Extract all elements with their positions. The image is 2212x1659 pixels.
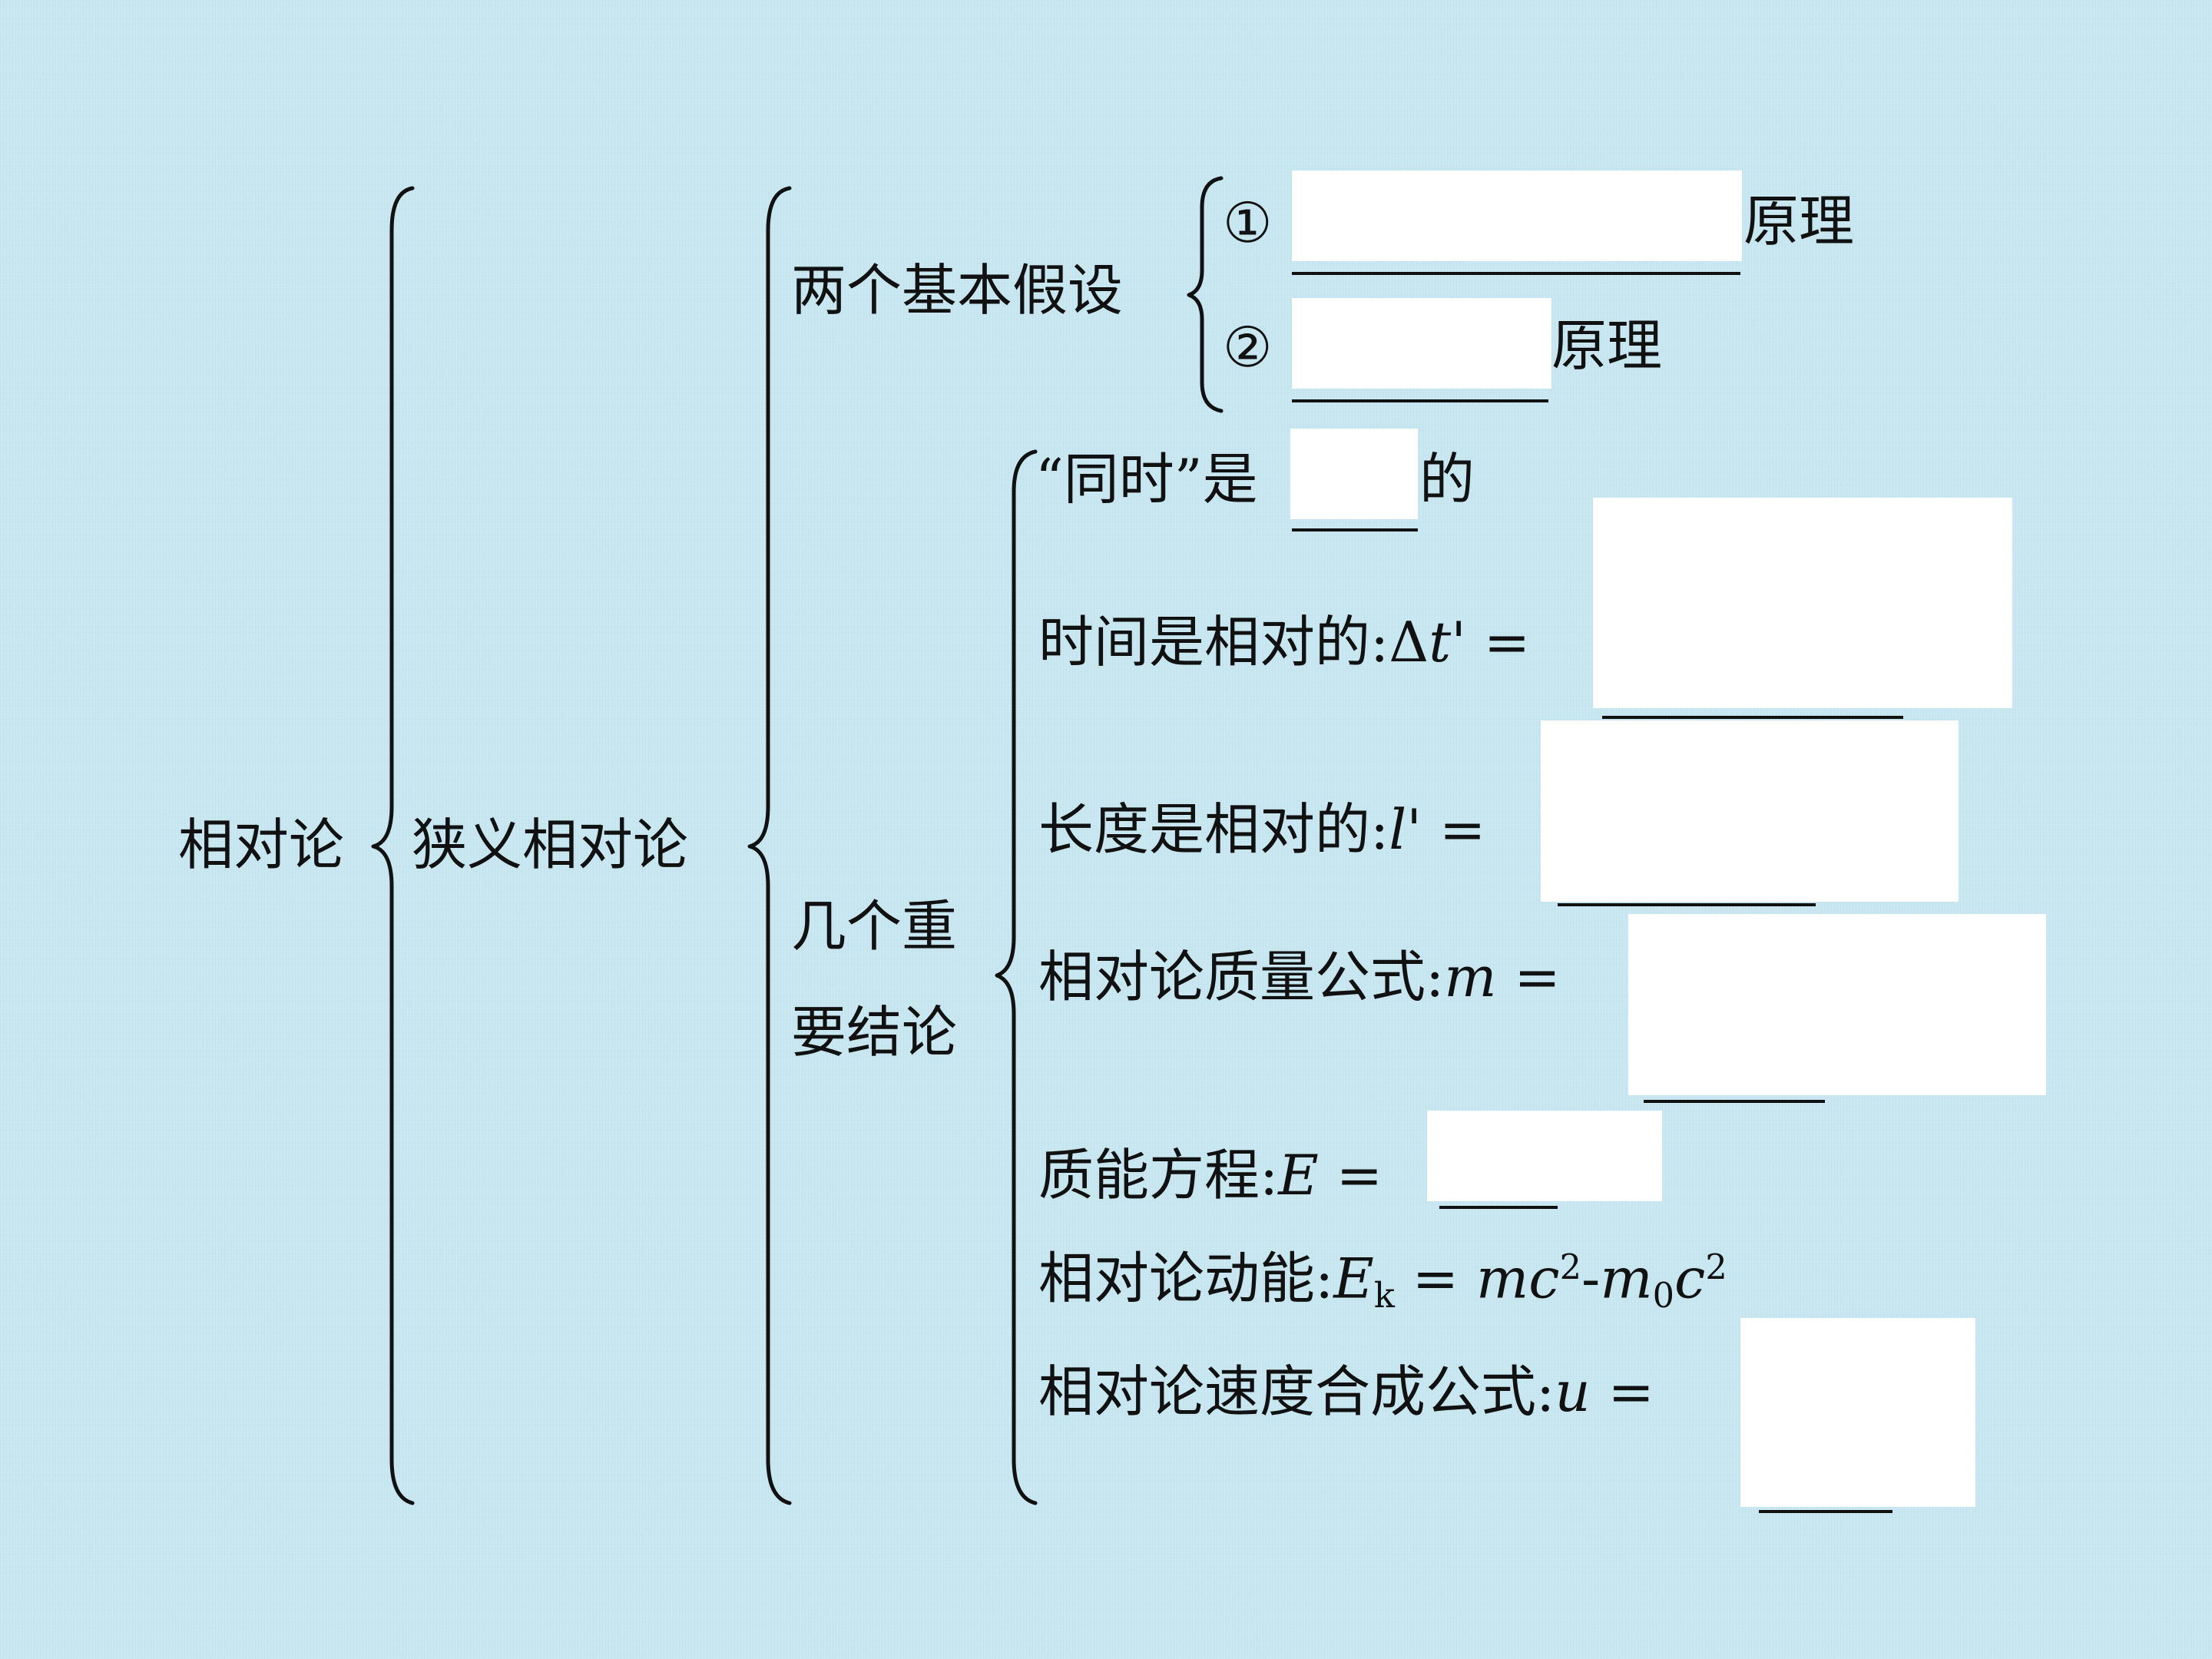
energy-var: E [1278,1143,1319,1207]
kinetic-minus: - [1581,1246,1601,1311]
simultaneity-answer-box [1290,429,1418,519]
kinetic-energy-row: 相对论动能:Ek = mc2-m0c2 [1038,1250,1727,1313]
length-contraction-text: 长度是相对的: [1038,797,1389,862]
energy-equals: = [1318,1143,1383,1207]
length-equals: = [1422,797,1486,862]
time-dilation-formula-box [1593,498,2012,708]
postulate-2-blank [1292,399,1548,402]
time-var: t [1429,610,1452,674]
postulate-1-suffix: 原理 [1743,189,1855,253]
branch-label: 狭义相对论 [412,813,689,877]
mass-equals: = [1496,945,1561,1009]
relativistic-mass-text: 相对论质量公式: [1038,945,1445,1009]
postulate-2-marker: ② [1223,315,1273,379]
kinetic-m: m [1475,1246,1529,1311]
postulates-brace [1187,176,1224,413]
kinetic-m0-sub: 0 [1652,1276,1675,1316]
root-label: 相对论 [178,813,345,877]
length-var: l [1389,797,1407,862]
kinetic-c2: c [1674,1246,1706,1311]
kinetic-sub: k [1373,1276,1395,1316]
velocity-addition-formula-box [1740,1318,1975,1507]
mass-energy-text: 质能方程: [1038,1143,1279,1207]
kinetic-var: E [1333,1246,1374,1311]
time-equals: = [1466,610,1531,674]
postulate-1-answer-box [1292,171,1742,261]
time-dilation-text: 时间是相对的: [1038,610,1389,674]
conclusions-label-line2: 要结论 [791,1000,958,1065]
relativistic-mass-blank [1644,1100,1825,1103]
delta-symbol: Δ [1389,610,1429,674]
kinetic-energy-text: 相对论动能: [1038,1246,1334,1311]
velocity-addition-text: 相对论速度合成公式: [1038,1359,1555,1424]
postulate-1-marker: ① [1223,190,1273,255]
kinetic-m0: m [1600,1246,1653,1311]
length-contraction-formula-box [1541,720,1959,902]
kinetic-c: c [1528,1246,1560,1311]
simultaneity-blank [1292,528,1418,531]
time-dilation-blank [1602,716,1903,719]
velocity-addition-blank [1759,1510,1892,1513]
mass-energy-answer-box [1427,1111,1662,1201]
kinetic-equals: = [1394,1246,1459,1311]
time-prime: ' [1451,610,1466,674]
mass-var: m [1444,945,1497,1009]
velocity-var: u [1555,1359,1591,1424]
postulate-1-blank [1292,272,1740,275]
length-contraction-row: 长度是相对的:l' = [1038,802,1485,857]
postulate-2-answer-box [1292,298,1551,389]
simultaneity-prefix: “同时”是 [1035,447,1258,512]
velocity-equals: = [1590,1359,1654,1424]
simultaneity-suffix: 的 [1419,447,1475,512]
postulates-label: 两个基本假设 [791,258,1124,323]
kinetic-exp2: 2 [1705,1247,1727,1287]
branch-brace [747,186,792,1505]
time-dilation-row: 时间是相对的:Δt' = [1038,614,1530,670]
velocity-addition-row: 相对论速度合成公式:u = [1038,1364,1654,1419]
conclusions-brace [995,449,1038,1505]
postulate-2-suffix: 原理 [1551,313,1663,378]
length-prime: ' [1406,797,1422,862]
mass-energy-row: 质能方程:E = [1038,1147,1382,1203]
mass-energy-blank [1439,1206,1558,1209]
kinetic-exp: 2 [1559,1247,1581,1287]
length-contraction-blank [1558,903,1816,906]
relativistic-mass-row: 相对论质量公式:m = [1038,949,1561,1005]
root-brace [371,186,415,1505]
relativistic-mass-formula-box [1628,914,2046,1095]
conclusions-label-line1: 几个重 [791,894,958,959]
